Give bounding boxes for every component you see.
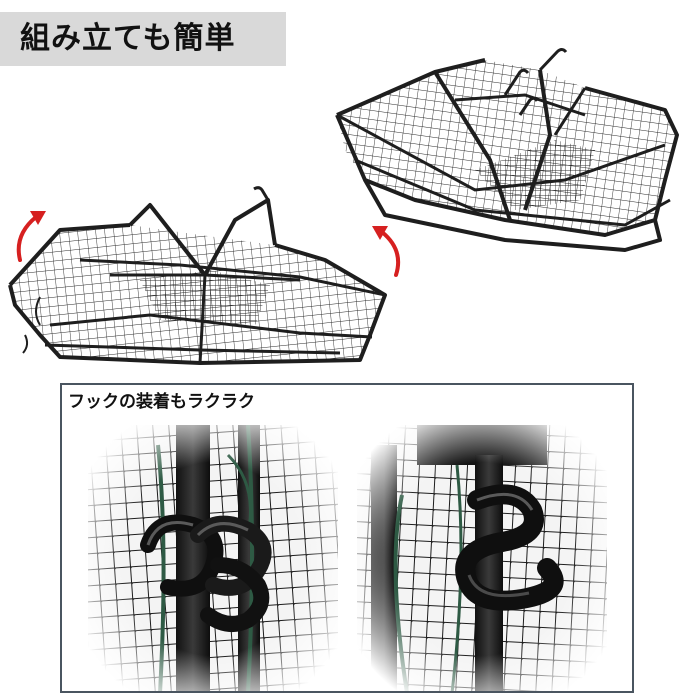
hook-detail-panel: フックの装着もラクラク: [60, 383, 634, 693]
hook-closeup-photo-left: [88, 425, 338, 691]
title-band: 組み立ても簡単: [0, 12, 286, 66]
assembled-trap-illustration: [335, 48, 679, 252]
flat-trap-illustration: [8, 186, 387, 365]
page-title: 組み立ても簡単: [20, 21, 236, 56]
hook-closeup-photo-right: [357, 425, 607, 691]
curved-arrow-icon: [372, 226, 401, 277]
curved-arrow-icon: [16, 211, 46, 262]
detail-caption: フックの装着もラクラク: [68, 392, 255, 412]
